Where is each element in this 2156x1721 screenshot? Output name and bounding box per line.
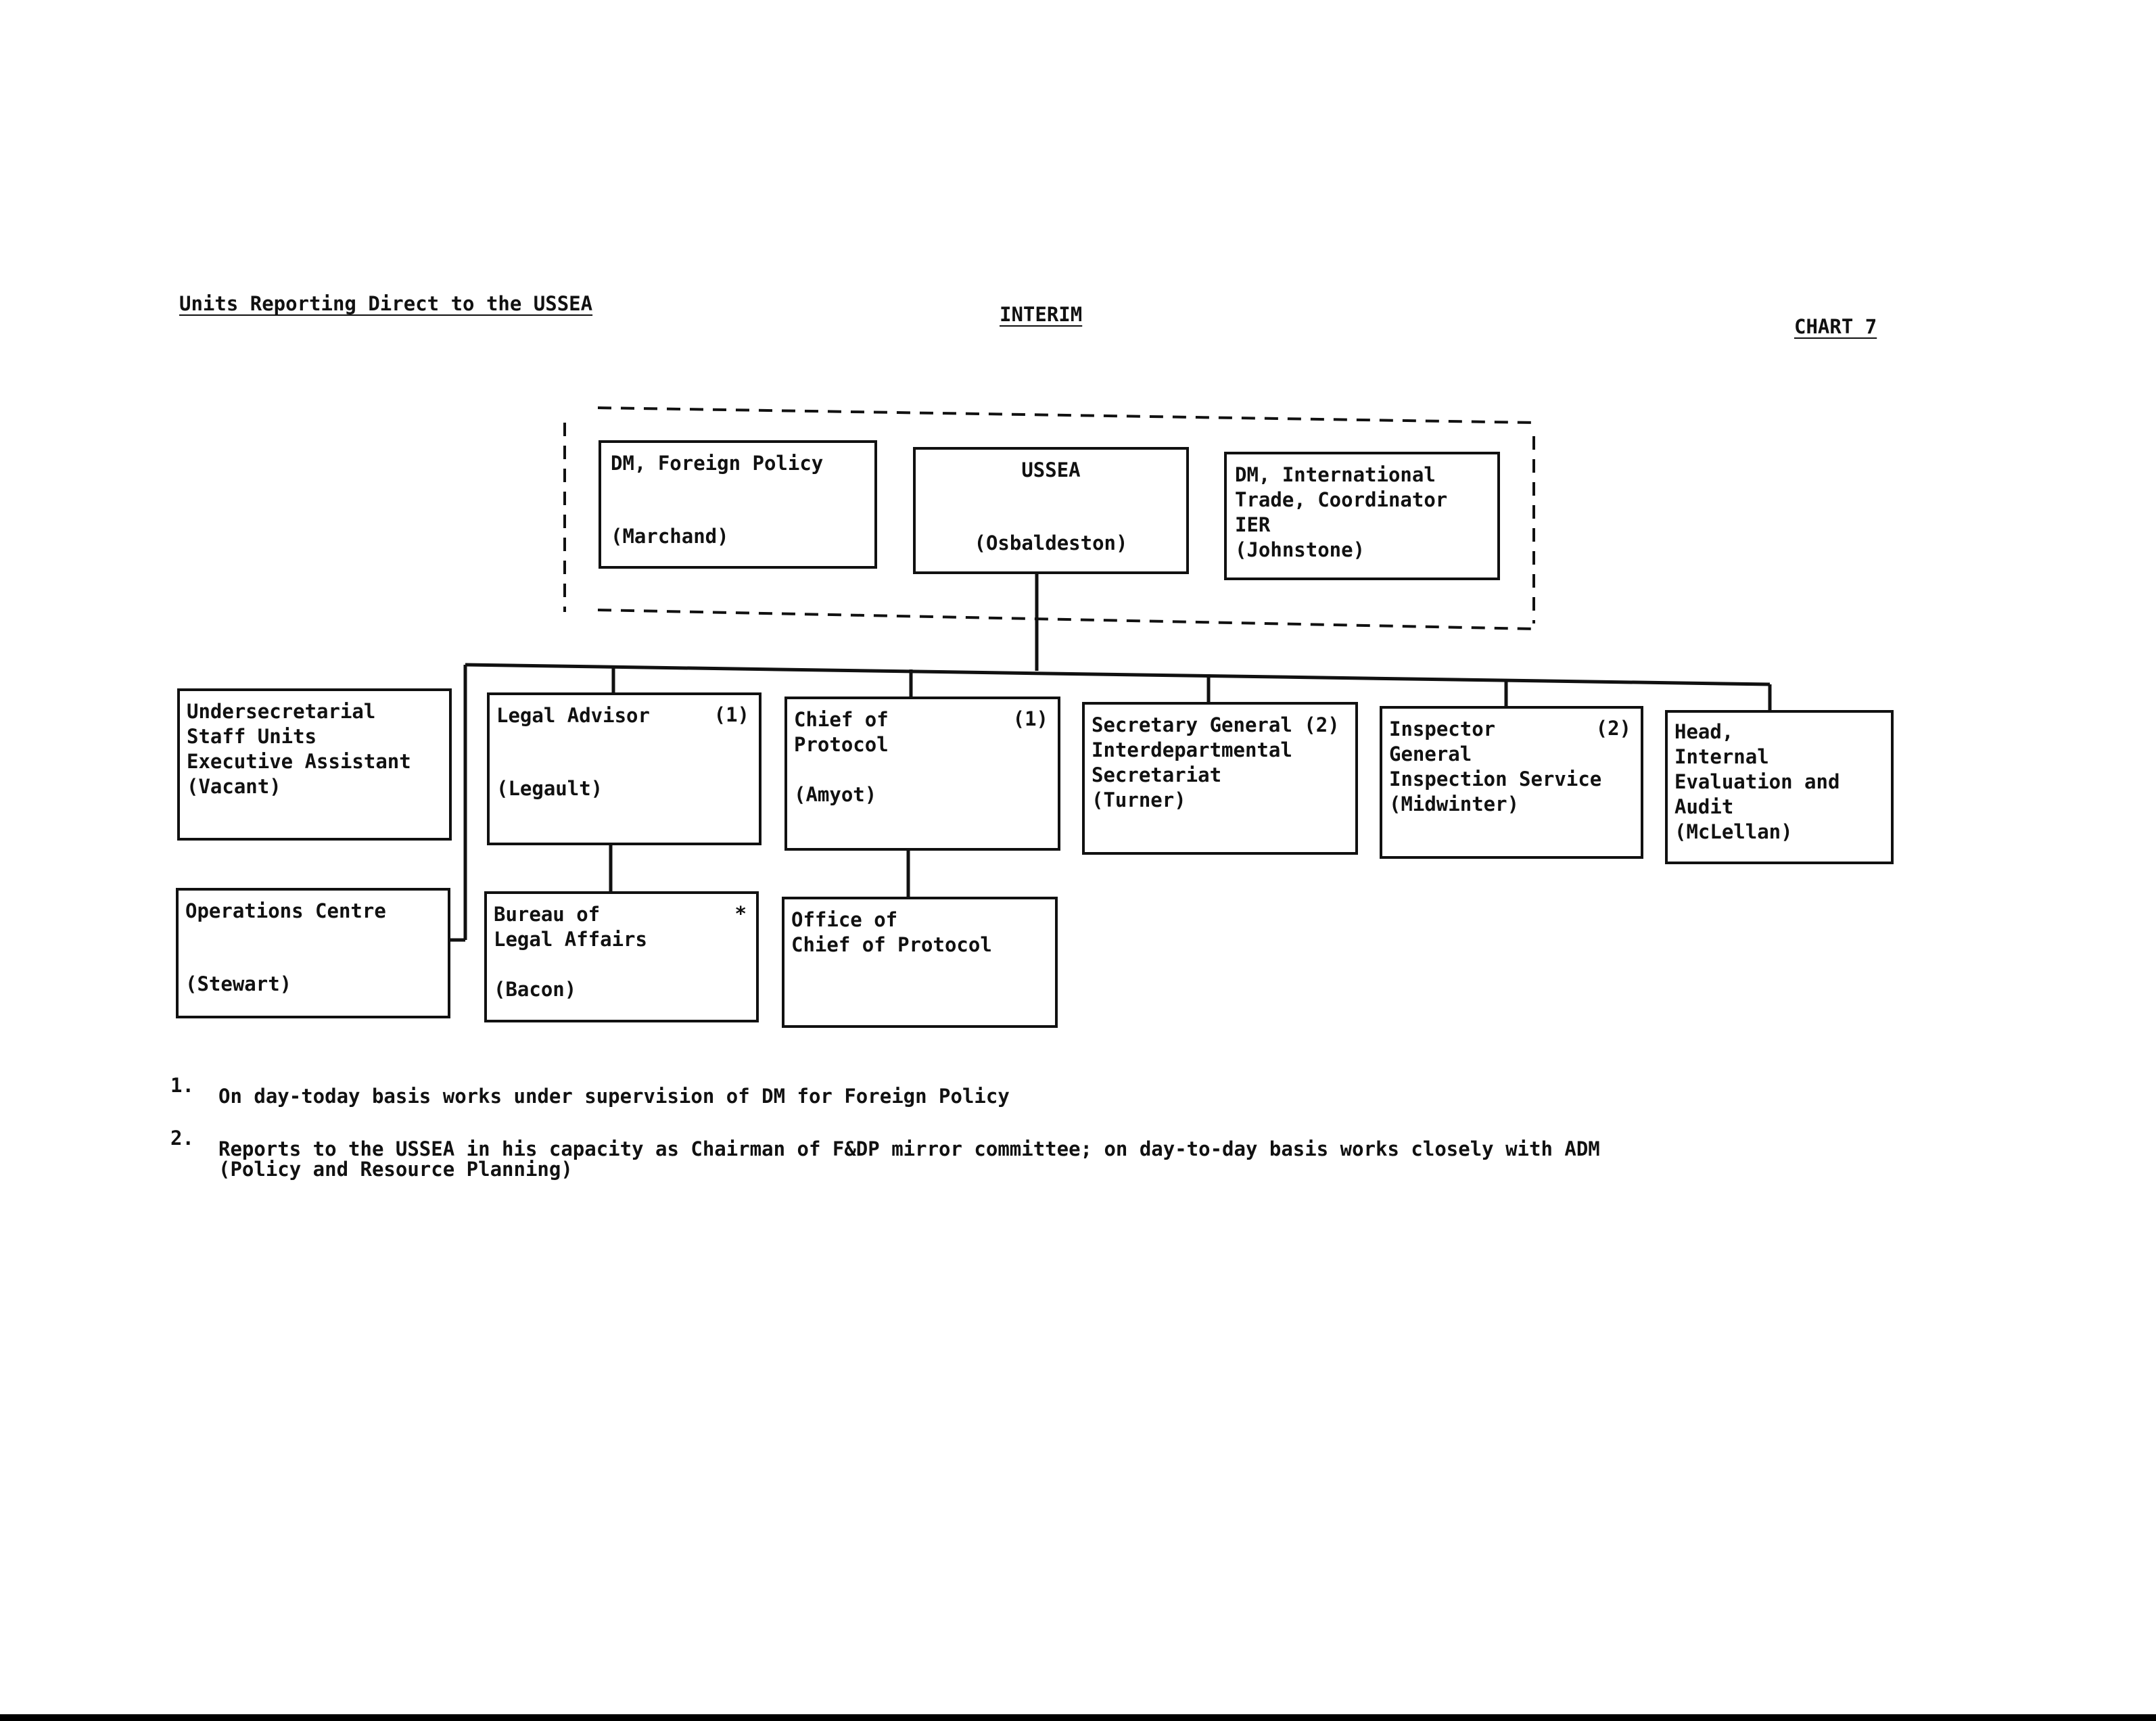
head-internal-line-4: Audit <box>1674 795 1734 818</box>
dm-foreign-policy-name: (Marchand) <box>611 525 729 548</box>
ussea-box: USSEA (Osbaldeston) <box>913 447 1189 574</box>
footnote-1-number: 1. <box>170 1074 194 1097</box>
legal-advisor-box: Legal Advisor (1) (Legault) <box>487 692 761 845</box>
scan-bottom-edge <box>0 1714 2156 1721</box>
dm-trade-line-3: IER <box>1235 513 1271 536</box>
head-internal-line-1: Head, <box>1674 720 1734 743</box>
chart-heading: Units Reporting Direct to the USSEA <box>179 292 593 315</box>
secretary-general-name: (Turner) <box>1092 788 1186 811</box>
head-internal-name: (McLellan) <box>1674 820 1793 843</box>
chief-protocol-line-2: Protocol <box>794 733 889 756</box>
bureau-legal-line-2: Legal Affairs <box>494 928 647 951</box>
inspector-general-line-2: General <box>1389 742 1472 765</box>
footnote-1-text: On day-today basis works under supervisi… <box>218 1085 1010 1108</box>
org-tree-lines <box>450 572 1772 942</box>
bureau-legal-affairs-box: Bureau of * Legal Affairs (Bacon) <box>484 891 759 1022</box>
inspector-general-line-3: Inspection Service <box>1389 768 1602 791</box>
head-internal-line-2: Internal <box>1674 745 1769 768</box>
chief-protocol-footnote-ref: (1) <box>1012 707 1048 730</box>
undersecretarial-line-1: Undersecretarial <box>187 700 376 723</box>
ussea-title: USSEA <box>1021 458 1081 481</box>
chief-protocol-line-1: Chief of <box>794 708 889 731</box>
secretary-general-line-3: Secretariat <box>1092 763 1222 786</box>
footnote-2-number: 2. <box>170 1127 194 1150</box>
office-protocol-line-1: Office of <box>791 908 898 931</box>
chief-protocol-name: (Amyot) <box>794 783 877 806</box>
bureau-legal-asterisk: * <box>734 902 747 925</box>
undersecretarial-line-4: (Vacant) <box>187 775 281 798</box>
legal-advisor-title: Legal Advisor <box>496 704 650 727</box>
interim-label: INTERIM <box>1000 303 1083 326</box>
dm-foreign-policy-box: DM, Foreign Policy (Marchand) <box>599 440 877 569</box>
chart-number: CHART 7 <box>1794 315 1877 338</box>
legal-advisor-name: (Legault) <box>496 777 603 800</box>
dm-trade-line-1: DM, International <box>1235 463 1436 486</box>
undersecretarial-staff-units-box: Undersecretarial Staff Units Executive A… <box>177 688 452 841</box>
head-internal-evaluation-box: Head, Internal Evaluation and Audit (McL… <box>1665 710 1894 864</box>
secretary-general-line-2: Interdepartmental <box>1092 738 1292 761</box>
legal-advisor-footnote-ref: (1) <box>713 703 749 726</box>
dm-international-trade-box: DM, International Trade, Coordinator IER… <box>1224 452 1500 580</box>
dm-trade-line-4: (Johnstone) <box>1235 538 1365 561</box>
office-protocol-line-2: Chief of Protocol <box>791 933 992 956</box>
undersecretarial-line-2: Staff Units <box>187 725 317 748</box>
secretary-general-line-1: Secretary General (2) <box>1092 713 1340 736</box>
secretary-general-box: Secretary General (2) Interdepartmental … <box>1082 702 1358 855</box>
dm-foreign-policy-title: DM, Foreign Policy <box>611 452 824 475</box>
inspector-general-line-1: Inspector <box>1389 717 1496 740</box>
undersecretarial-line-3: Executive Assistant <box>187 750 411 773</box>
bureau-legal-line-1: Bureau of <box>494 903 601 926</box>
bureau-legal-name: (Bacon) <box>494 978 577 1001</box>
footnote-2-text-line-1: Reports to the USSEA in his capacity as … <box>218 1137 1600 1160</box>
operations-centre-box: Operations Centre (Stewart) <box>176 888 450 1018</box>
office-chief-protocol-box: Office of Chief of Protocol <box>782 897 1058 1028</box>
top-group-dashed-border <box>563 406 1535 630</box>
inspector-general-box: Inspector (2) General Inspection Service… <box>1380 706 1643 859</box>
chief-of-protocol-box: Chief of (1) Protocol (Amyot) <box>784 697 1060 851</box>
inspector-general-footnote-ref: (2) <box>1595 717 1631 740</box>
operations-centre-name: (Stewart) <box>185 972 292 995</box>
footnote-2-text-line-2: (Policy and Resource Planning) <box>218 1158 573 1181</box>
ussea-name: (Osbaldeston) <box>974 532 1128 555</box>
operations-centre-title: Operations Centre <box>185 899 386 922</box>
inspector-general-name: (Midwinter) <box>1389 793 1520 816</box>
head-internal-line-3: Evaluation and <box>1674 770 1840 793</box>
dm-trade-line-2: Trade, Coordinator <box>1235 488 1448 511</box>
